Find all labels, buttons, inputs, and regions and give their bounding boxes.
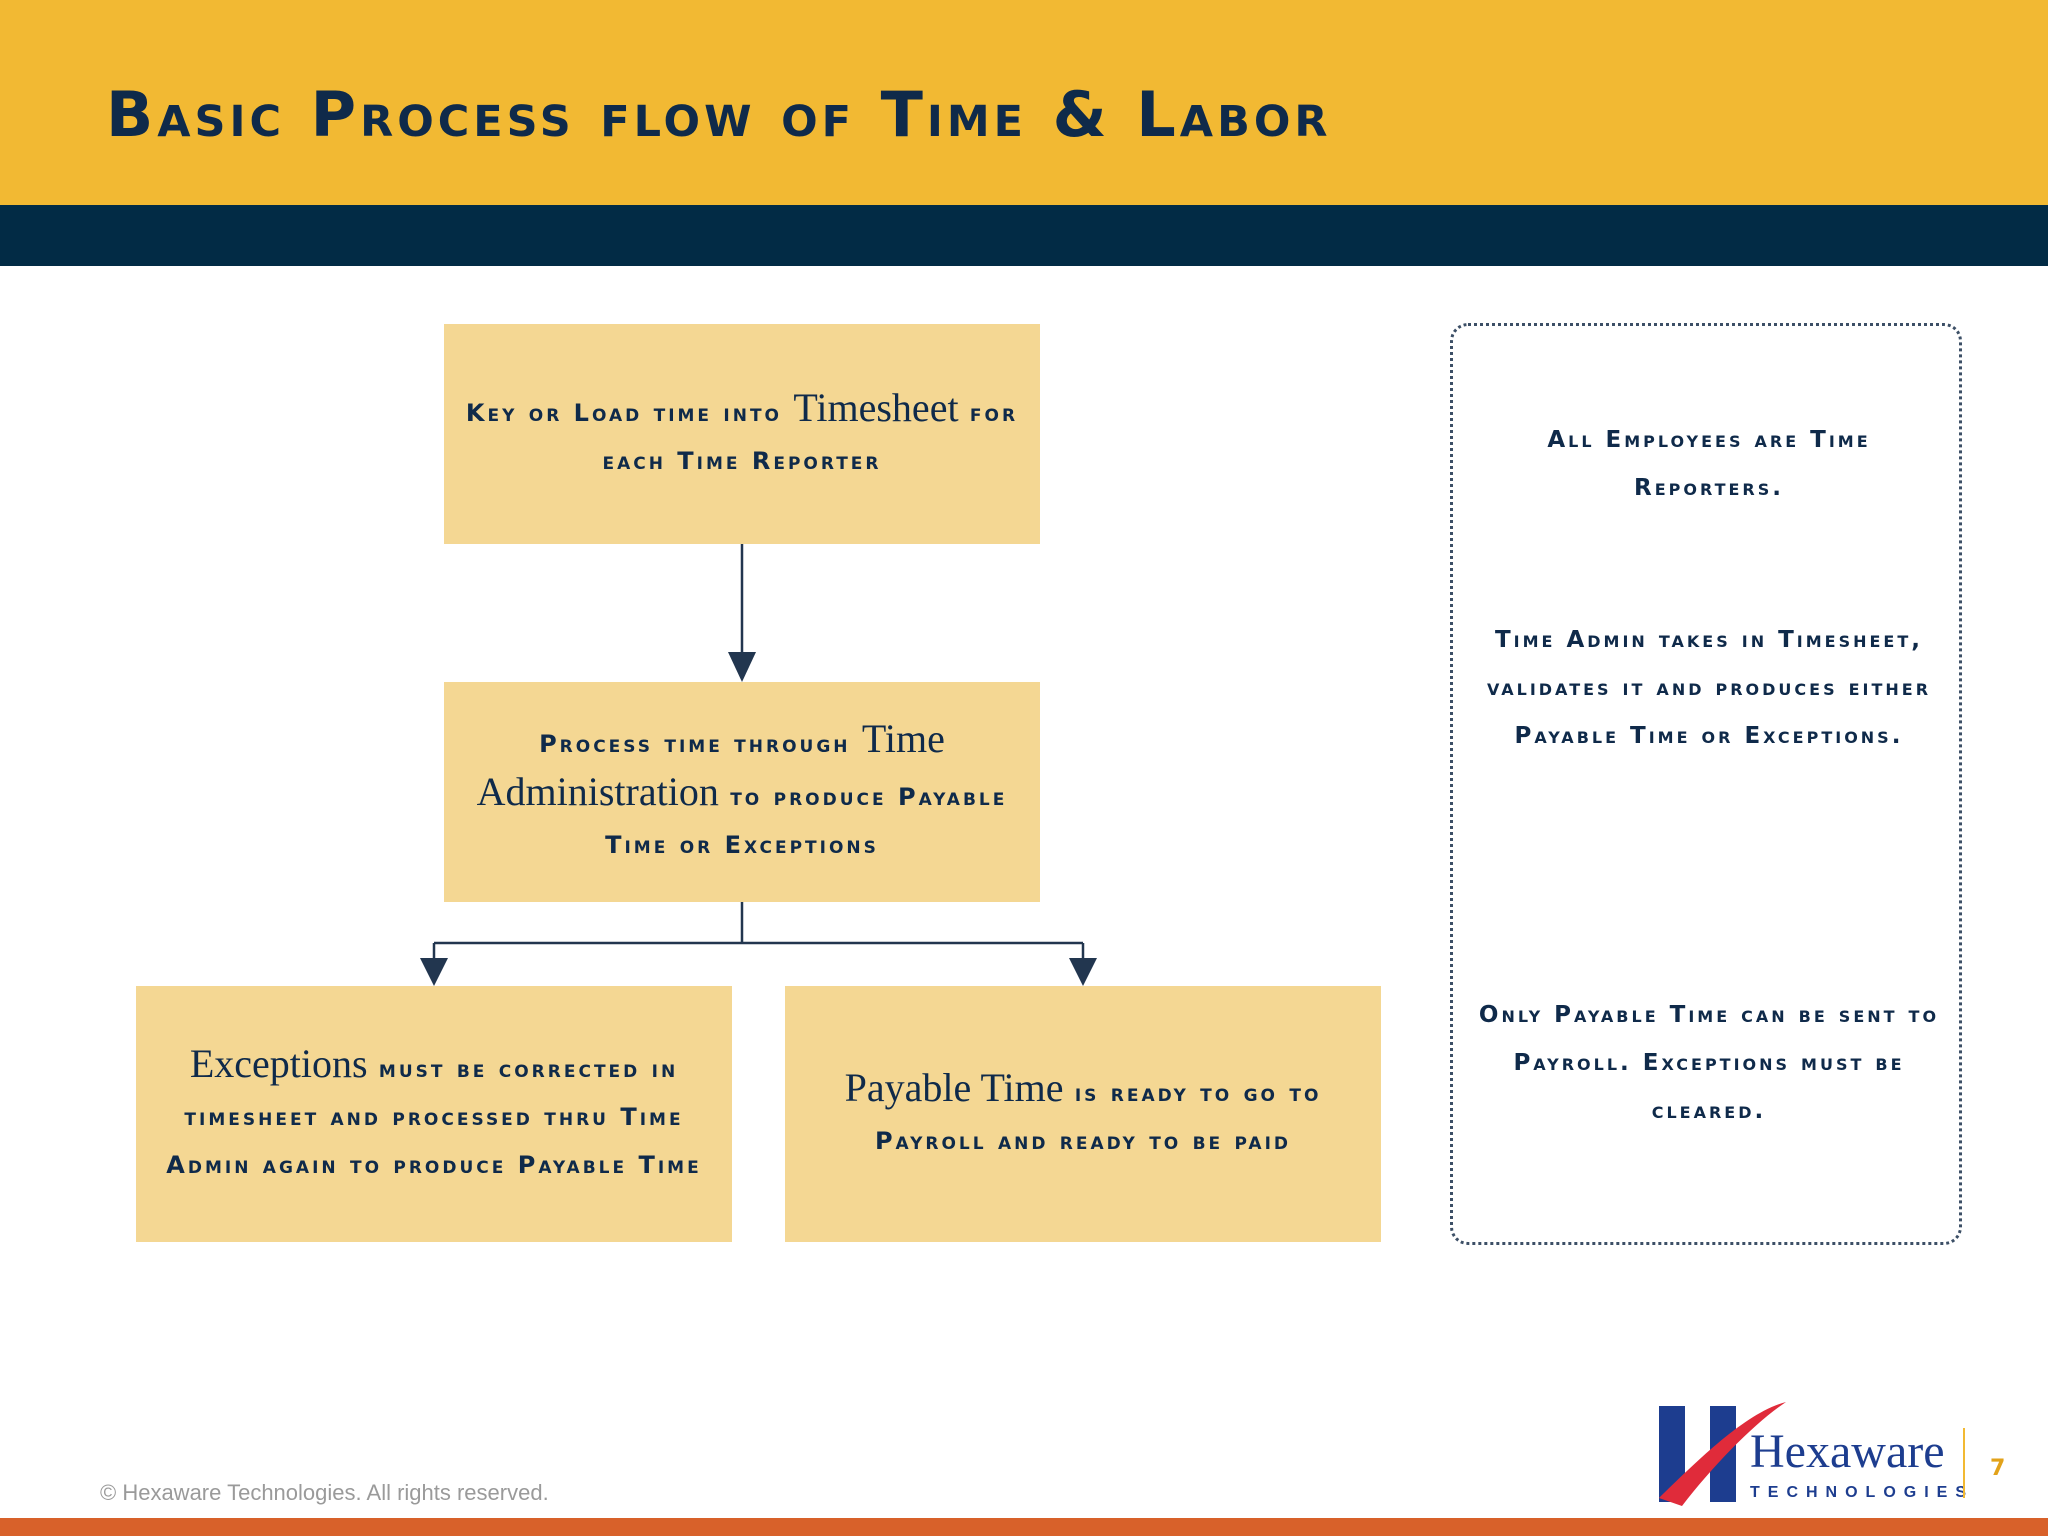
hexaware-logo-mark — [1659, 1402, 1786, 1506]
slide-title: Basic Process flow of Time & Labor — [106, 78, 1332, 151]
navy-divider-band — [0, 205, 2048, 266]
timesheet-step-text: Key or Load time into Timesheet for each… — [464, 384, 1020, 485]
arrow-head-exceptions — [420, 958, 448, 986]
exceptions-step-text: Exceptions must be corrected in timeshee… — [156, 1040, 712, 1189]
time-admin-step-box: Process time through Time Administration… — [444, 682, 1040, 902]
notes-panel: All Employees are Time Reporters. Time A… — [1450, 323, 1962, 1245]
time-admin-step-emphasis: Time Administration — [476, 716, 945, 814]
logo-divider — [1963, 1428, 1965, 1498]
logo-subtitle: TECHNOLOGIES — [1750, 1484, 1975, 1501]
bottom-accent-bar — [0, 1518, 2048, 1536]
payable-time-step-post: is ready to go to Payroll and ready to b… — [874, 1078, 1322, 1155]
logo-wordmark: Hexaware — [1750, 1425, 1945, 1478]
note-time-reporters: All Employees are Time Reporters. — [1547, 427, 1871, 501]
exceptions-step-post: must be corrected in timesheet and proce… — [166, 1054, 702, 1179]
note-time-admin: Time Admin takes in Timesheet, validates… — [1486, 627, 1932, 749]
timesheet-step-post: for each Time Reporter — [602, 398, 1019, 475]
arrow-head-payable — [1069, 958, 1097, 986]
timesheet-step-emphasis: Timesheet — [793, 384, 959, 430]
exceptions-step-box: Exceptions must be corrected in timeshee… — [136, 986, 732, 1242]
payable-time-step-emphasis: Payable Time — [844, 1064, 1064, 1110]
header-band: Basic Process flow of Time & Labor — [0, 0, 2048, 205]
payable-time-step-box: Payable Time is ready to go to Payroll a… — [785, 986, 1381, 1242]
timesheet-step-box: Key or Load time into Timesheet for each… — [444, 324, 1040, 544]
time-admin-step-text: Process time through Time Administration… — [464, 715, 1020, 869]
exceptions-step-emphasis: Exceptions — [189, 1040, 368, 1086]
arrow-head-admin — [728, 652, 756, 682]
timesheet-step-pre: Key or Load time into — [465, 398, 794, 427]
time-admin-step-post: to produce Payable Time or Exceptions — [605, 783, 1008, 859]
page-number: 7 — [1990, 1456, 2006, 1481]
copyright-text: © Hexaware Technologies. All rights rese… — [100, 1480, 549, 1505]
time-admin-step-pre: Process time through — [539, 730, 862, 758]
note-payroll: Only Payable Time can be sent to Payroll… — [1478, 1002, 1940, 1124]
payable-time-step-text: Payable Time is ready to go to Payroll a… — [805, 1064, 1361, 1165]
